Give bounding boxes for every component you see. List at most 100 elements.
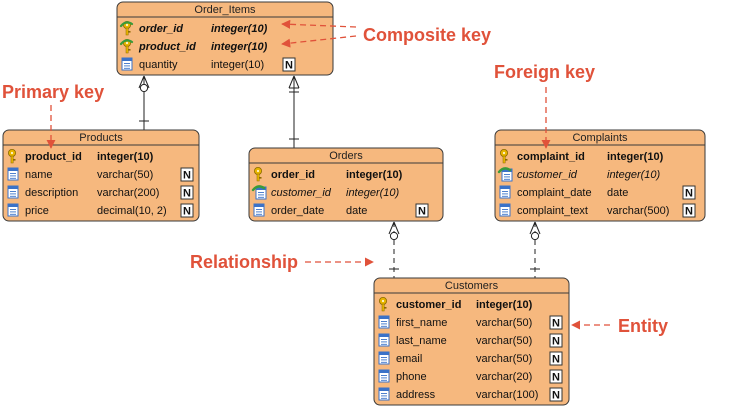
column-row[interactable]: complaint_date date N	[499, 185, 696, 200]
column-name: name	[25, 169, 53, 181]
column-type: integer(10)	[346, 187, 400, 199]
annotation-arrows	[46, 19, 610, 330]
arrow-composite-key-2	[281, 35, 357, 48]
column-type: integer(10)	[607, 151, 664, 163]
column-type: integer(10)	[211, 41, 268, 53]
nullable-badge: N	[180, 167, 194, 182]
nullable-badge-label: N	[183, 206, 191, 218]
column-row[interactable]: address varchar(100) N	[378, 387, 563, 402]
column-row[interactable]: customer_id integer(10)	[378, 296, 533, 312]
column-type: date	[607, 187, 628, 199]
column-type: varchar(100)	[476, 389, 538, 401]
entity-customers[interactable]: Customers customer_id integer(10) first_nam…	[373, 277, 570, 406]
rel-orders-order-items	[288, 75, 300, 148]
annotation-entity: Entity	[618, 316, 668, 336]
primary-foreign-key-icon	[119, 39, 134, 54]
column-name: price	[25, 205, 49, 217]
primary-key-icon	[253, 166, 262, 182]
entity-box	[494, 129, 706, 222]
annotation-composite-key: Composite key	[363, 25, 491, 45]
column-icon	[7, 167, 19, 181]
rel-customers-orders	[388, 221, 400, 278]
nullable-badge-label: N	[685, 188, 693, 200]
column-row[interactable]: first_name varchar(50) N	[378, 315, 563, 330]
column-name: order_date	[271, 205, 324, 217]
rel-products-order-items	[138, 75, 150, 130]
entity-complaints[interactable]: Complaints complaint_id integer(10) custome…	[494, 129, 706, 222]
nullable-badge-label: N	[685, 206, 693, 218]
nullable-badge: N	[549, 351, 563, 366]
annotation-relationship: Relationship	[190, 252, 298, 272]
column-type: varchar(50)	[476, 335, 532, 347]
column-name: phone	[396, 371, 427, 383]
column-name: address	[396, 389, 436, 401]
column-row[interactable]: name varchar(50) N	[7, 167, 194, 182]
primary-key-icon	[499, 148, 508, 164]
column-name: email	[396, 353, 422, 365]
nullable-badge: N	[549, 315, 563, 330]
column-row[interactable]: complaint_id integer(10)	[499, 148, 664, 164]
column-icon	[378, 387, 390, 401]
column-name: complaint_date	[517, 187, 592, 199]
column-name: customer_id	[396, 299, 461, 311]
nullable-badge-label: N	[552, 372, 560, 384]
foreign-key-icon	[251, 185, 267, 200]
column-icon	[378, 351, 390, 365]
column-type: integer(10)	[211, 23, 268, 35]
primary-key-icon	[378, 296, 387, 312]
nullable-badge-label: N	[552, 390, 560, 402]
column-name: first_name	[396, 317, 447, 329]
column-type: integer(10)	[476, 299, 533, 311]
column-type: date	[346, 205, 367, 217]
nullable-badge-label: N	[285, 60, 293, 72]
column-name: customer_id	[271, 187, 332, 199]
entity-title: Order_Items	[194, 4, 256, 16]
nullable-badge-label: N	[552, 354, 560, 366]
entity-title: Customers	[445, 280, 499, 292]
column-name: complaint_id	[517, 151, 585, 163]
column-type: varchar(20)	[476, 371, 532, 383]
entity-title: Complaints	[572, 132, 628, 144]
column-type: integer(10)	[211, 59, 264, 71]
nullable-badge-label: N	[183, 188, 191, 200]
column-icon	[378, 369, 390, 383]
column-type: varchar(50)	[476, 317, 532, 329]
nullable-badge-label: N	[552, 336, 560, 348]
entity-box	[373, 277, 570, 406]
column-type: integer(10)	[97, 151, 154, 163]
column-row[interactable]: phone varchar(20) N	[378, 369, 563, 384]
column-row[interactable]: customer_id integer(10)	[251, 185, 400, 200]
nullable-badge-label: N	[183, 170, 191, 182]
nullable-badge: N	[282, 57, 296, 72]
arrow-composite-key-1	[281, 19, 357, 29]
entity-box	[2, 129, 200, 222]
entity-title: Products	[79, 132, 123, 144]
primary-key-icon	[7, 148, 16, 164]
column-icon	[253, 203, 265, 217]
column-row[interactable]: order_id integer(10)	[119, 20, 268, 36]
column-name: order_id	[139, 23, 183, 35]
column-icon	[121, 57, 133, 71]
rel-customers-complaints	[529, 221, 541, 278]
nullable-badge: N	[549, 333, 563, 348]
column-type: varchar(50)	[97, 169, 153, 181]
column-name: description	[25, 187, 78, 199]
annotation-foreign-key: Foreign key	[494, 62, 595, 82]
column-icon	[378, 333, 390, 347]
nullable-badge: N	[549, 369, 563, 384]
